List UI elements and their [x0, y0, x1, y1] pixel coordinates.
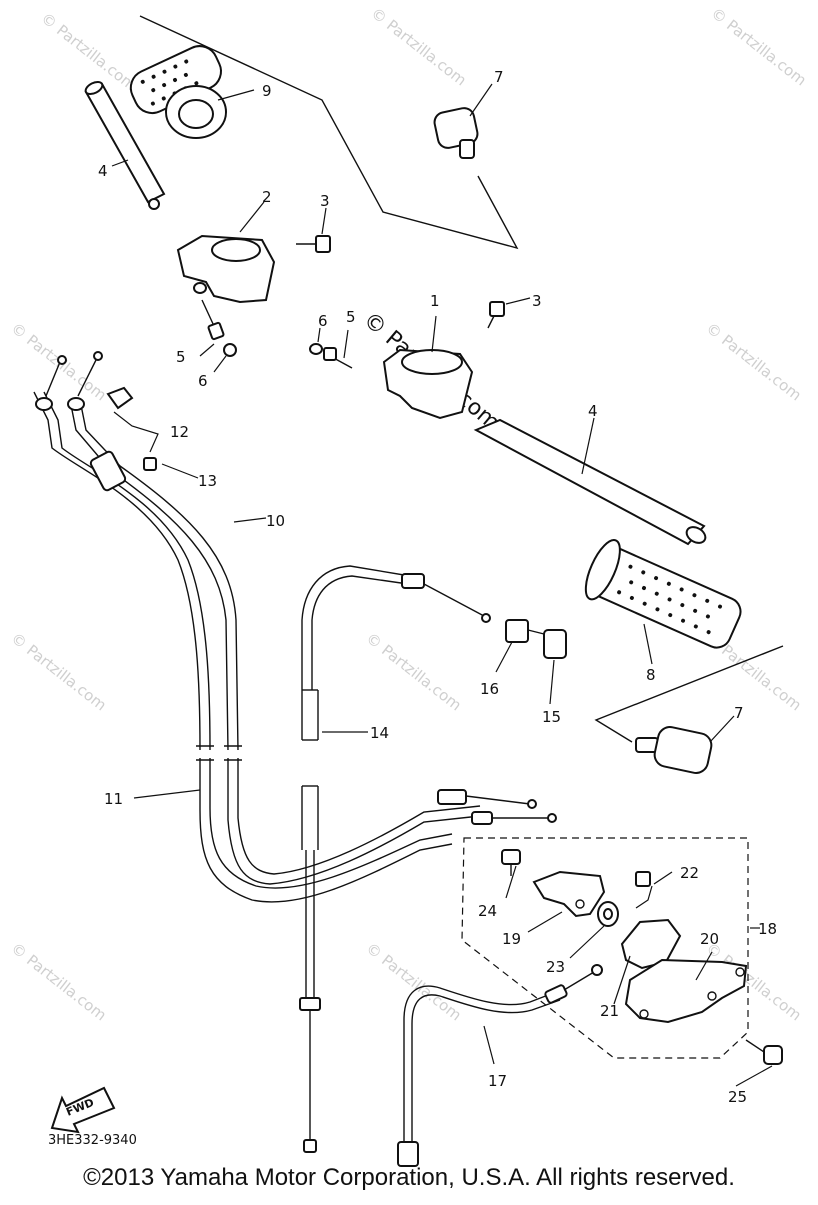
callout-23: 23 [546, 958, 565, 976]
watermark-text: © Partzilla.com [708, 4, 810, 89]
watermark-text: © Partzilla.com [38, 9, 140, 94]
bolt-5-left [201, 299, 225, 341]
callout-7-lower: 7 [734, 704, 744, 722]
callout-15: 15 [542, 708, 561, 726]
washer-23 [597, 901, 619, 927]
leader-22-link [635, 885, 653, 909]
callout-6-left: 6 [198, 372, 208, 390]
leader-lines [111, 83, 773, 1087]
screw-13 [143, 457, 157, 471]
callout-19: 19 [502, 930, 521, 948]
locknut-15 [543, 629, 567, 659]
callout-16: 16 [480, 680, 499, 698]
callout-22: 22 [680, 864, 699, 882]
callout-24: 24 [478, 902, 497, 920]
bolt-3-left [296, 235, 331, 253]
bolt-25 [745, 1039, 783, 1065]
group-lines-lower [594, 645, 784, 743]
callout-3-left: 3 [320, 192, 330, 210]
callout-21: 21 [600, 1002, 619, 1020]
callout-14: 14 [370, 724, 389, 742]
copyright-notice: ©2013 Yamaha Motor Corporation, U.S.A. A… [83, 1164, 735, 1191]
watermark-text: © Partzilla.com [363, 629, 465, 714]
callout-10: 10 [266, 512, 285, 530]
cables [33, 351, 603, 1167]
callout-4-left: 4 [98, 162, 108, 180]
callout-6-right: 6 [318, 312, 328, 330]
watermark-text: © Partzilla.com [703, 319, 805, 404]
callout-25: 25 [728, 1088, 747, 1106]
collar-6-left [223, 343, 237, 357]
callout-11: 11 [104, 790, 123, 808]
callout-9: 9 [262, 82, 272, 100]
bar-end-weight-lower [635, 726, 713, 774]
drawing-code: 3HE332-9340 [48, 1133, 137, 1148]
cable-guide-12 [106, 386, 159, 453]
bracket-20 [624, 958, 748, 1024]
callout-20: 20 [700, 930, 719, 948]
right-handlebar [473, 418, 707, 546]
group-lines-upper [139, 15, 519, 250]
callout-4-right: 4 [588, 402, 598, 420]
left-grip [129, 45, 227, 139]
right-grip [584, 539, 742, 649]
bolt-3-right [487, 301, 505, 329]
forward-arrow-icon: FWD [50, 1086, 116, 1134]
callout-13: 13 [198, 472, 217, 490]
callout-18: 18 [758, 920, 777, 938]
watermark-text: © Partzilla.com [368, 4, 470, 89]
callout-3-right: 3 [532, 292, 542, 310]
callout-12: 12 [170, 423, 189, 441]
left-handlebar [84, 80, 166, 210]
left-handlebar-holder [176, 234, 276, 304]
collar-6-right [309, 343, 323, 355]
lever-19 [532, 870, 606, 918]
right-handlebar-holder [382, 348, 474, 420]
callout-2: 2 [262, 188, 272, 206]
callout-1: 1 [430, 292, 440, 310]
assembly-18-box [461, 837, 749, 1059]
watermark-text: © Partzilla.com [8, 939, 110, 1024]
bolt-24 [501, 849, 521, 876]
bar-end-weight-upper [433, 107, 479, 159]
callout-5-right: 5 [346, 308, 356, 326]
screw-22 [635, 871, 651, 887]
callout-5-left: 5 [176, 348, 186, 366]
watermark-text: © Partzilla.com [8, 629, 110, 714]
callout-17: 17 [488, 1072, 507, 1090]
callout-8: 8 [646, 666, 656, 684]
adjuster-16 [505, 619, 545, 643]
bolt-5-right [323, 347, 353, 369]
callouts: 9 4 7 2 3 5 6 6 5 1 3 4 12 13 10 8 7 16 … [98, 68, 777, 1106]
callout-7-upper: 7 [494, 68, 504, 86]
